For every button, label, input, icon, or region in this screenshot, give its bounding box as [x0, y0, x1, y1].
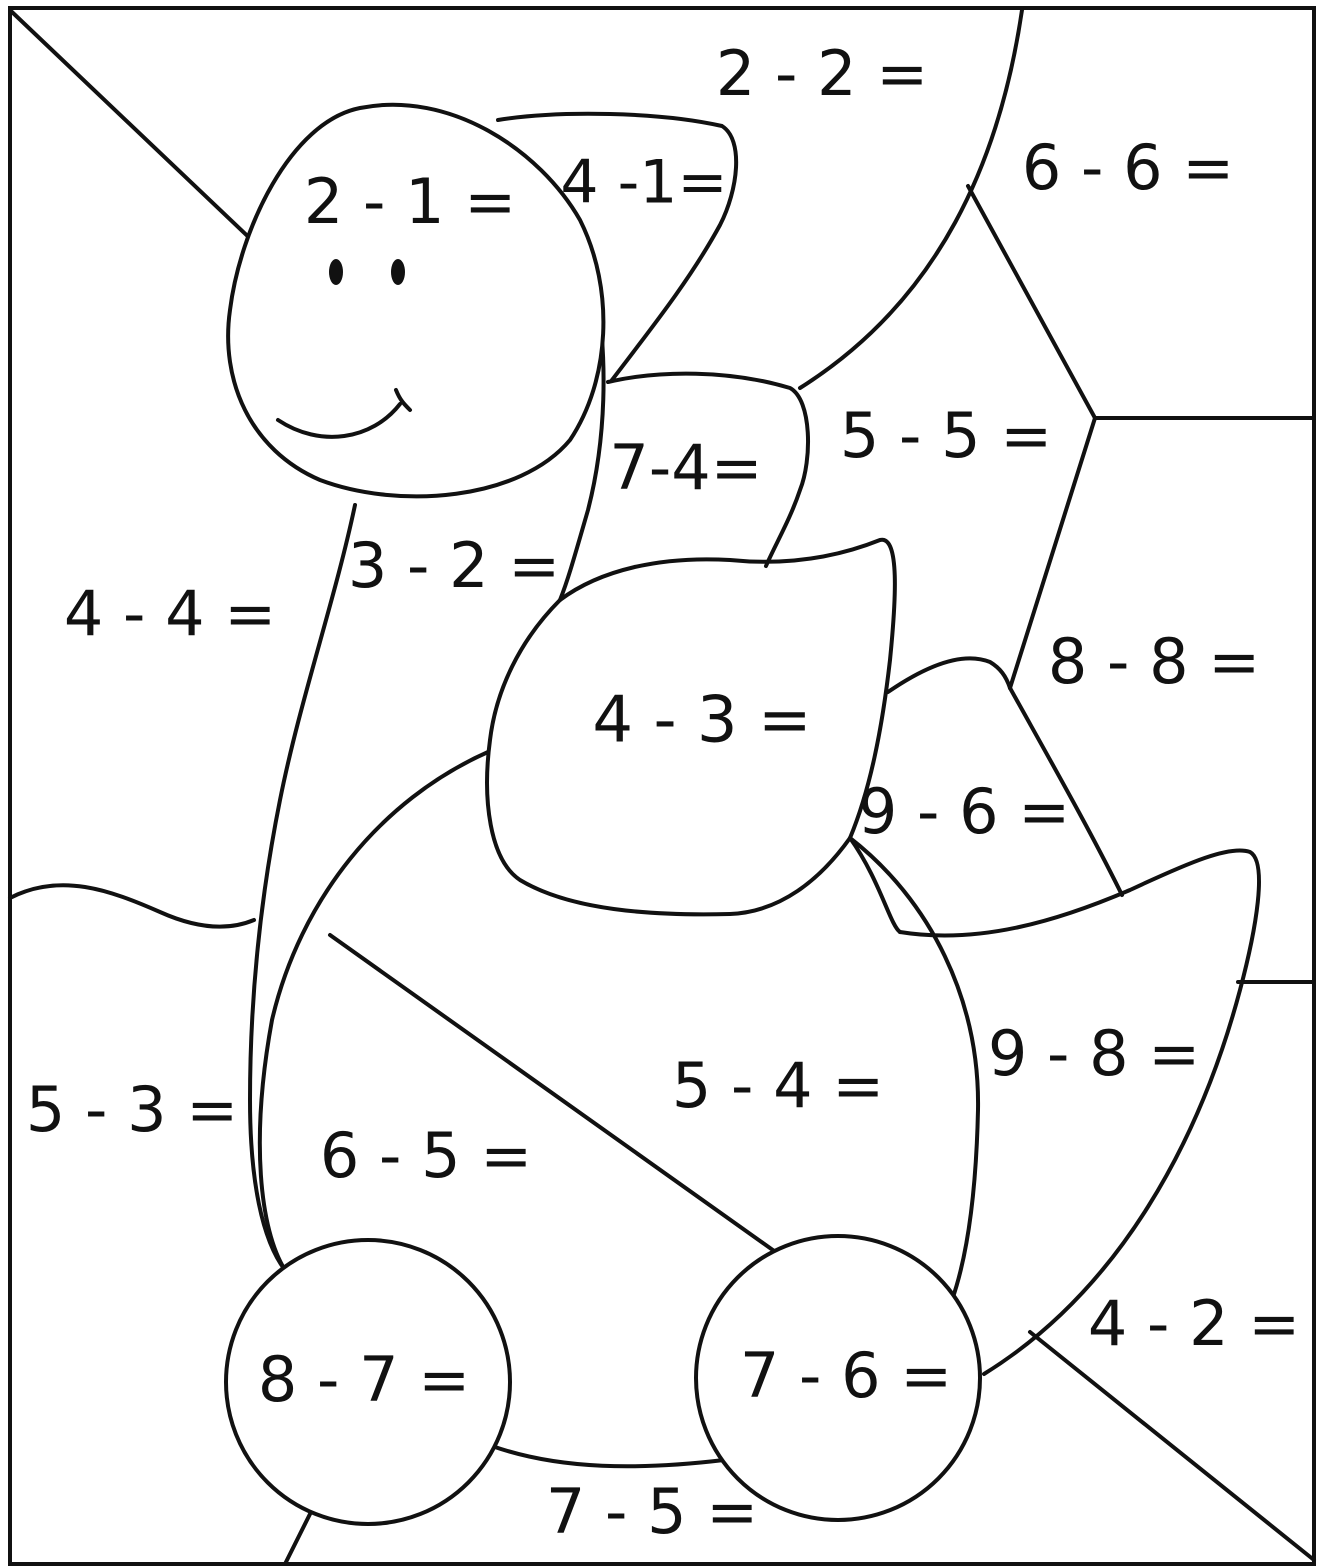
head-crest: [496, 111, 739, 382]
left-wave-divider: [8, 883, 256, 929]
equation-4-2: 4 - 2 =: [1088, 1287, 1300, 1360]
dinosaur: [224, 102, 1261, 1526]
top-left-diagonal: [10, 10, 260, 248]
equation-7-6: 7 - 6 =: [740, 1339, 952, 1412]
equation-7-5: 7 - 5 =: [546, 1475, 758, 1548]
upper-right-diagonal: [966, 184, 1097, 420]
right-foot: [694, 1234, 982, 1522]
equation-4-1: 4 -1=: [560, 148, 727, 218]
dino-head: [226, 102, 606, 499]
back-bump: [886, 656, 1012, 694]
top-arc-divider: [798, 8, 1024, 390]
page-border: [8, 6, 1316, 1566]
neck-band-top: [606, 371, 810, 568]
neck-left: [248, 503, 357, 1272]
equation-5-4: 5 - 4 =: [672, 1049, 884, 1122]
equation-9-8: 9 - 8 =: [988, 1017, 1200, 1090]
dino-tail: [898, 848, 1261, 1376]
equation-5-5: 5 - 5 =: [840, 399, 1052, 472]
tail-top: [848, 836, 902, 934]
equation-2-2: 2 - 2 =: [716, 37, 928, 110]
bottom-right-diagonal: [1028, 1330, 1316, 1562]
tail-spike-divider: [1008, 686, 1124, 897]
equation-labels: 2 - 2 = 6 - 6 = 2 - 1 = 4 -1= 7-4= 5 - 5…: [26, 37, 1300, 1548]
equation-6-6: 6 - 6 =: [1022, 131, 1234, 204]
left-eye: [329, 259, 343, 285]
dino-belly-right: [848, 836, 981, 1302]
equation-7-4: 7-4=: [609, 431, 762, 504]
smile: [276, 388, 412, 439]
dino-body: [257, 750, 490, 1272]
equation-2-1: 2 - 1 =: [304, 165, 516, 238]
equation-8-8: 8 - 8 =: [1048, 625, 1260, 698]
equation-9-6: 9 - 6 =: [858, 775, 1070, 848]
equation-8-7: 8 - 7 =: [258, 1343, 470, 1416]
right-middle-diagonal: [1008, 416, 1097, 690]
left-foot: [224, 1238, 512, 1526]
body-divider: [328, 933, 786, 1260]
equation-4-3: 4 - 3 =: [592, 684, 811, 758]
equation-6-5: 6 - 5 =: [320, 1119, 532, 1192]
feet-connector: [490, 1444, 726, 1469]
equation-5-3: 5 - 3 =: [26, 1073, 238, 1146]
equation-4-4: 4 - 4 =: [64, 577, 276, 650]
dino-leaf: [485, 537, 897, 917]
equation-3-2: 3 - 2 =: [348, 529, 560, 602]
right-eye: [391, 259, 405, 285]
